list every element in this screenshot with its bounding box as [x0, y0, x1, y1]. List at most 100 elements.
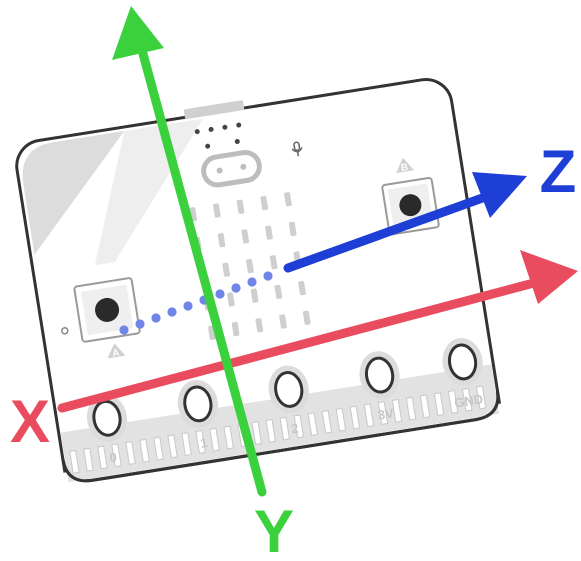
- connector-finger: [349, 405, 361, 430]
- connector-finger: [419, 394, 431, 419]
- connector-finger: [251, 421, 262, 445]
- connector-finger: [363, 403, 375, 428]
- button-b-cap: [399, 194, 422, 217]
- x-axis-line: [57, 279, 535, 413]
- led: [222, 262, 231, 277]
- y-axis-label: Y: [254, 498, 294, 561]
- led: [246, 258, 254, 274]
- button-a: A: [73, 277, 141, 360]
- led: [236, 199, 245, 214]
- z-axis-hidden-dot: [135, 319, 145, 329]
- led: [302, 310, 311, 325]
- pin-gnd-label: GND: [453, 391, 484, 410]
- touch-logo: [201, 150, 262, 188]
- pin-3v-label: 3V: [377, 405, 395, 422]
- connector-finger: [321, 410, 333, 434]
- connector-finger: [335, 407, 347, 432]
- connector-finger: [461, 387, 473, 412]
- led: [298, 280, 306, 296]
- pin-3v: 3V: [359, 351, 400, 423]
- connector-finger: [447, 390, 459, 414]
- connector-finger: [307, 412, 319, 437]
- pin-1-label: 1: [199, 435, 208, 451]
- pin-2: 2: [268, 365, 309, 437]
- pin-2-label: 2: [290, 421, 299, 437]
- button-a-cap: [95, 297, 120, 322]
- pin-0-label: 0: [108, 449, 117, 465]
- edge-connector-fingers: [69, 385, 487, 474]
- connector-finger: [209, 427, 220, 452]
- led: [255, 318, 264, 333]
- z-axis-hidden-dot: [119, 325, 129, 335]
- connector-finger: [181, 432, 192, 457]
- connector-finger: [167, 434, 178, 459]
- connector-finger: [265, 418, 277, 443]
- led: [231, 321, 240, 337]
- connector-finger: [139, 438, 150, 463]
- x-axis-label: X: [10, 388, 50, 455]
- z-axis-hidden-dot: [183, 301, 193, 311]
- connector-finger: [475, 385, 487, 410]
- touch-logo-left-dot: [216, 167, 223, 174]
- board-shade: [22, 131, 125, 255]
- connector-finger: [377, 401, 389, 425]
- z-axis-label: Z: [540, 138, 577, 205]
- button-a-label: A: [112, 348, 121, 360]
- connector-finger: [69, 449, 80, 474]
- board-shade-inner: [94, 118, 204, 266]
- board-bottom-edge: [61, 389, 502, 483]
- z-axis-hidden-dot: [167, 307, 177, 317]
- led: [269, 255, 278, 270]
- y-axis-arrowhead: [112, 6, 164, 60]
- z-axis: Z: [283, 138, 577, 273]
- microphone-icon: [291, 141, 303, 157]
- pin-1: 1: [177, 379, 218, 451]
- connector-finger: [279, 416, 291, 441]
- z-axis-hidden-dot: [247, 277, 257, 287]
- connector-finger: [125, 441, 136, 465]
- led: [260, 195, 269, 211]
- led: [265, 225, 273, 240]
- connector-finger: [195, 429, 206, 454]
- touch-logo-right-dot: [240, 163, 247, 170]
- usb-connector: [183, 100, 245, 120]
- mount-hole: [61, 327, 69, 335]
- connector-finger: [111, 443, 122, 468]
- z-axis-hidden-dot: [263, 271, 273, 281]
- z-axis-arrowhead: [472, 172, 527, 218]
- z-axis-hidden: [119, 271, 273, 335]
- connector-finger: [433, 392, 445, 417]
- led: [284, 192, 292, 207]
- button-b-marker: [396, 157, 414, 174]
- led: [241, 229, 250, 244]
- pin-gnd: GND: [442, 338, 484, 411]
- connector-finger: [83, 447, 94, 472]
- connector-finger: [97, 445, 108, 470]
- connector-finger: [391, 398, 403, 423]
- connector-finger: [223, 425, 234, 450]
- led: [227, 292, 235, 307]
- z-axis-hidden-dot: [151, 313, 161, 323]
- x-axis: X: [10, 250, 578, 455]
- x-axis-arrowhead: [520, 250, 578, 304]
- led: [279, 314, 287, 329]
- led: [250, 288, 259, 303]
- connector-finger: [293, 414, 305, 439]
- z-axis-line: [283, 191, 493, 273]
- z-axis-hidden-dot: [231, 283, 241, 293]
- y-axis-line: [137, 45, 267, 497]
- pin-0: 0: [86, 394, 128, 465]
- button-b-label: B: [400, 162, 409, 174]
- y-axis: Y: [112, 6, 294, 561]
- button-a-marker: [107, 343, 126, 359]
- led: [213, 203, 221, 218]
- led: [217, 232, 226, 248]
- z-axis-hidden-dot: [215, 289, 225, 299]
- microbit-board: A B 0 1 2: [15, 78, 502, 483]
- connector-finger: [153, 436, 164, 461]
- led: [288, 221, 297, 237]
- led: [274, 284, 283, 300]
- top-dots: [194, 122, 242, 149]
- connector-finger: [405, 396, 417, 421]
